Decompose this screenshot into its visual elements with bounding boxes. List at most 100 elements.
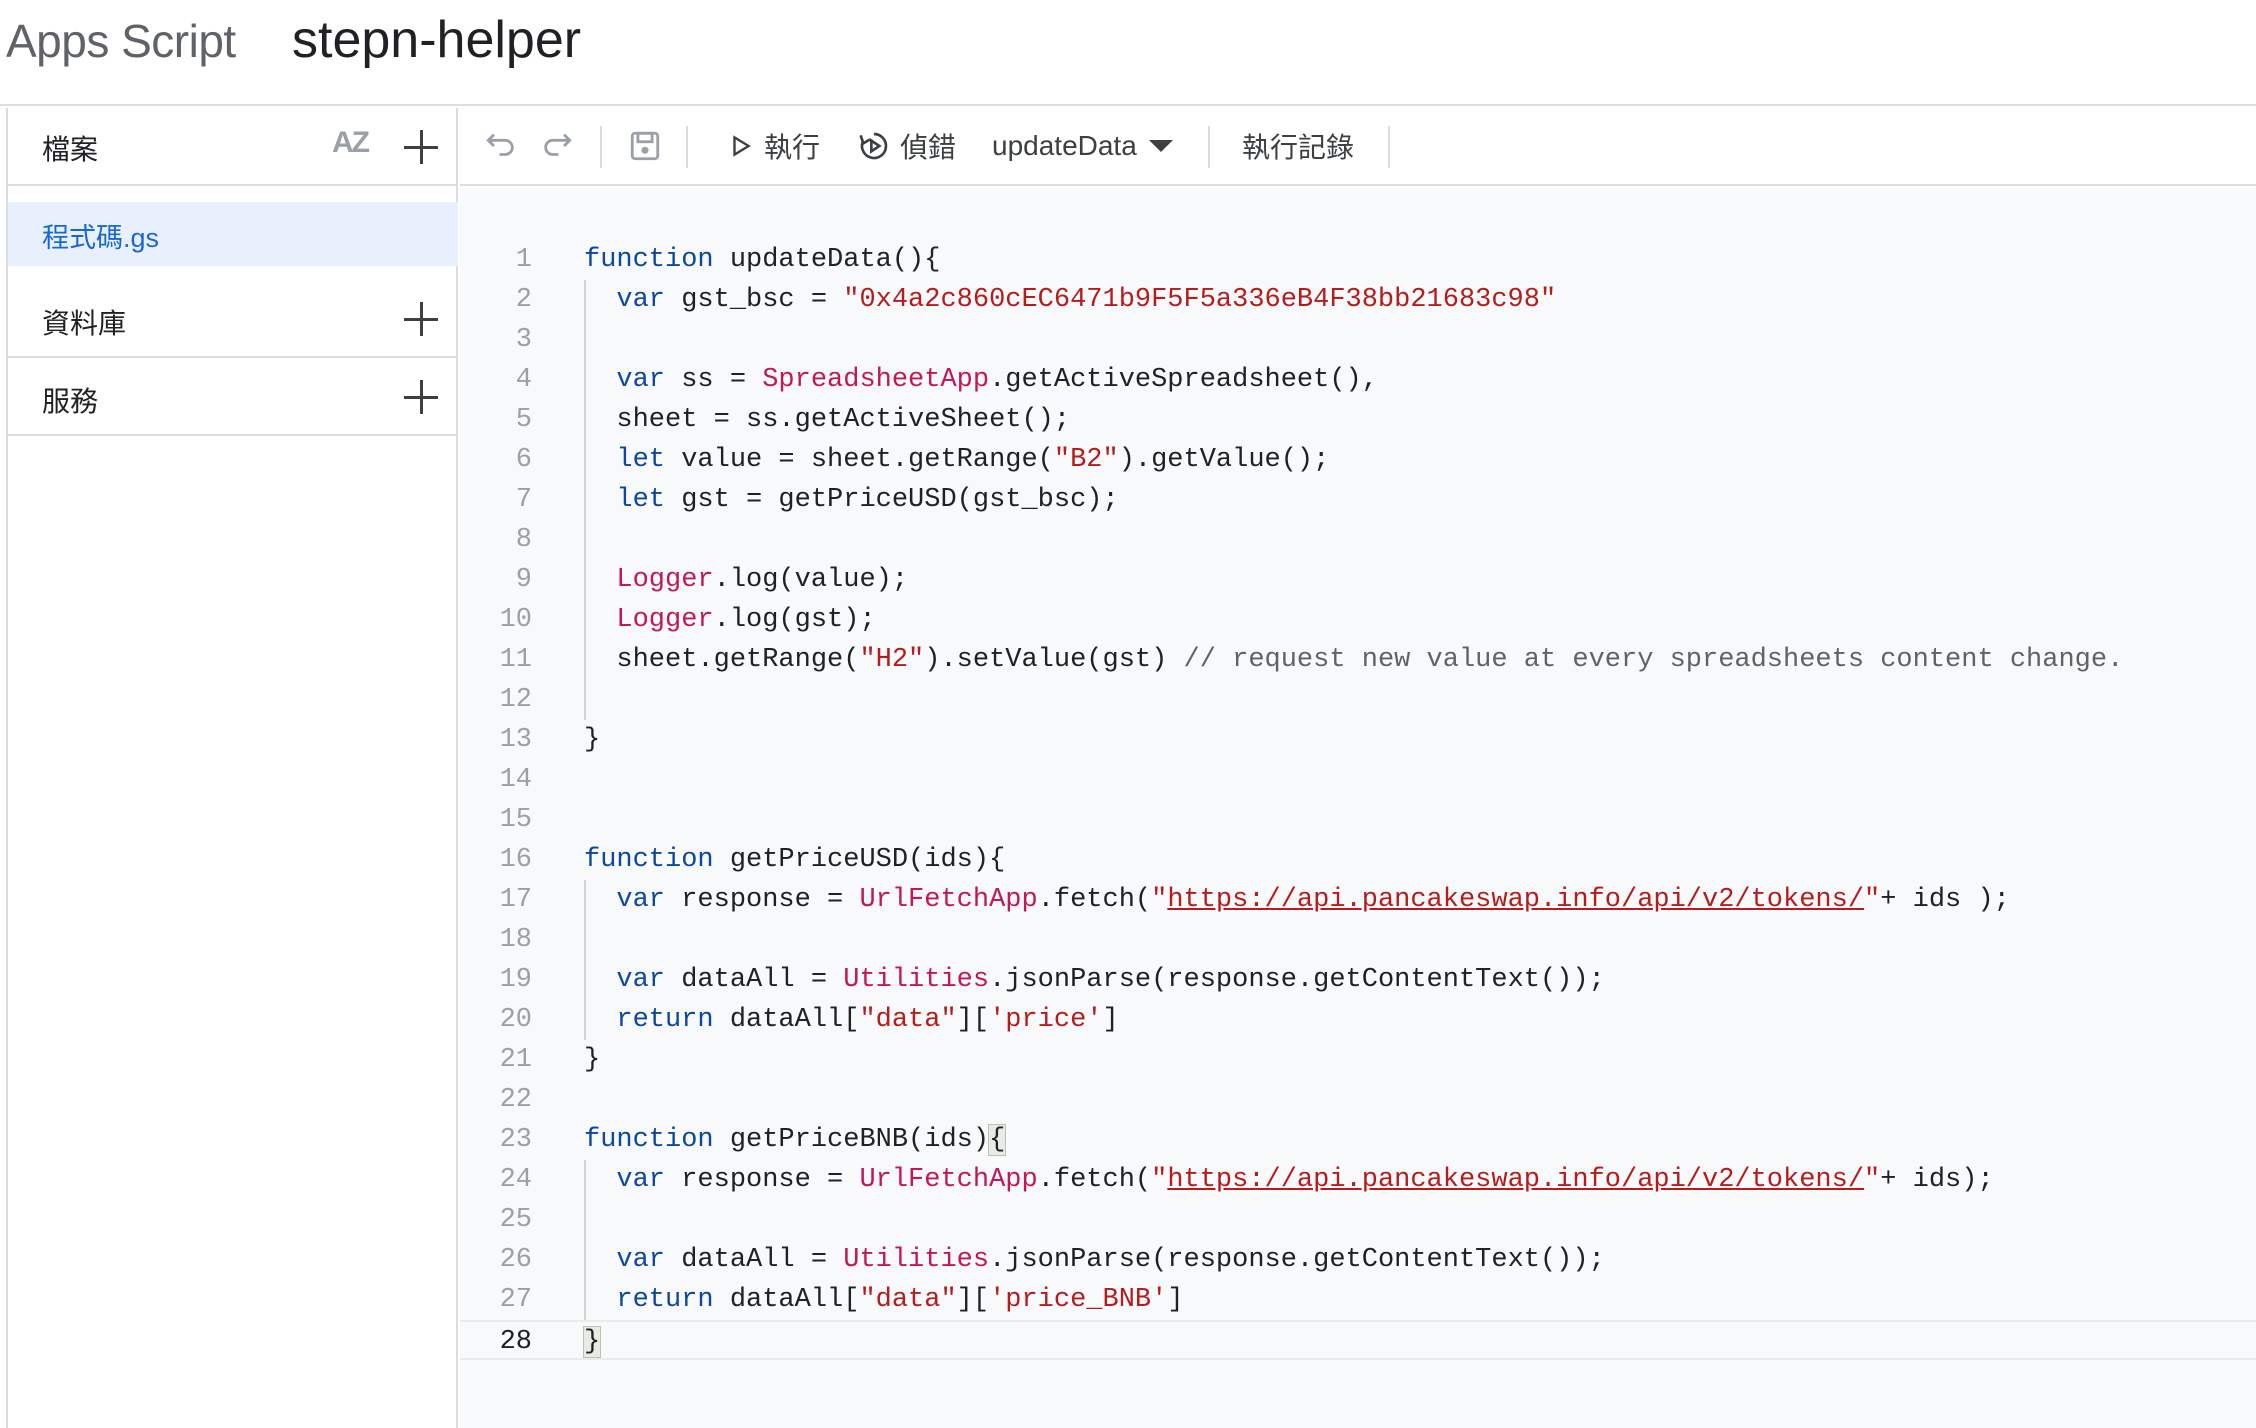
save-icon — [630, 131, 660, 161]
code-text[interactable]: Logger.log(value); — [616, 565, 909, 595]
code-text[interactable]: let gst = getPriceUSD(gst_bsc); — [616, 485, 1119, 515]
code-text[interactable]: function getPriceBNB(ids){ — [584, 1124, 1007, 1156]
code-text[interactable]: function getPriceUSD(ids){ — [584, 845, 1006, 875]
toolbar-divider — [1388, 126, 1390, 168]
line-number: 11 — [499, 645, 532, 675]
code-line[interactable]: 7 let gst = getPriceUSD(gst_bsc); — [460, 480, 2256, 520]
indent-guide — [584, 440, 586, 480]
redo-button[interactable] — [540, 108, 574, 184]
line-number: 17 — [499, 885, 532, 915]
add-file-icon[interactable] — [404, 130, 438, 164]
line-number: 20 — [499, 1005, 532, 1035]
code-text[interactable]: return dataAll["data"]['price'] — [616, 1005, 1119, 1035]
line-number: 6 — [515, 445, 532, 475]
line-number: 14 — [499, 765, 532, 795]
undo-button[interactable] — [484, 108, 518, 184]
app-name[interactable]: Apps Script — [6, 15, 236, 67]
code-line[interactable]: 25 — [460, 1200, 2256, 1240]
code-line[interactable]: 28} — [460, 1320, 2256, 1360]
line-number: 3 — [515, 325, 532, 355]
code-text[interactable]: Logger.log(gst); — [616, 605, 876, 635]
code-text[interactable]: sheet = ss.getActiveSheet(); — [584, 405, 1071, 435]
libraries-title: 資料庫 — [42, 308, 127, 339]
code-line[interactable]: 17 var response = UrlFetchApp.fetch("htt… — [460, 880, 2256, 920]
code-line[interactable]: 12 — [460, 680, 2256, 720]
services-section: 服務 — [8, 358, 458, 436]
debug-label: 偵錯 — [900, 132, 957, 163]
line-number: 26 — [499, 1245, 532, 1275]
indent-guide — [584, 880, 586, 920]
code-line[interactable]: 19 var dataAll = Utilities.jsonParse(res… — [460, 960, 2256, 1000]
code-line[interactable]: 18 — [460, 920, 2256, 960]
code-text[interactable]: } — [582, 1326, 602, 1358]
code-line[interactable]: 6 let value = sheet.getRange("B2").getVa… — [460, 440, 2256, 480]
code-text[interactable]: var dataAll = Utilities.jsonParse(respon… — [616, 1245, 1605, 1275]
code-text[interactable]: sheet.getRange("H2").setValue(gst) // re… — [584, 645, 2124, 675]
code-line[interactable]: 4 var ss = SpreadsheetApp.getActiveSprea… — [460, 360, 2256, 400]
code-text[interactable]: var ss = SpreadsheetApp.getActiveSpreads… — [616, 365, 1378, 395]
sort-az-icon[interactable]: AZ — [332, 126, 370, 159]
code-line[interactable]: 16 function getPriceUSD(ids){ — [460, 840, 2256, 880]
line-number: 24 — [499, 1165, 532, 1195]
execution-log-label: 執行記錄 — [1242, 132, 1355, 163]
code-line[interactable]: 3 — [460, 320, 2256, 360]
code-text[interactable]: var response = UrlFetchApp.fetch("https:… — [616, 885, 2010, 915]
divider — [8, 184, 458, 186]
code-text[interactable]: var gst_bsc = "0x4a2c860cEC6471b9F5F5a33… — [616, 285, 1557, 315]
code-text[interactable]: return dataAll["data"]['price_BNB'] — [616, 1285, 1184, 1315]
line-number: 12 — [499, 685, 532, 715]
indent-guide — [584, 1240, 586, 1280]
debug-icon — [859, 132, 888, 160]
file-name: 程式碼.gs — [42, 223, 160, 253]
execution-log-button[interactable]: 執行記錄 — [1242, 108, 1354, 184]
line-number: 19 — [499, 965, 532, 995]
run-button[interactable]: 執行 — [728, 108, 820, 184]
line-number: 28 — [499, 1327, 532, 1357]
code-line[interactable]: 8 — [460, 520, 2256, 560]
redo-icon — [544, 133, 572, 156]
code-line[interactable]: 24 var response = UrlFetchApp.fetch("htt… — [460, 1160, 2256, 1200]
code-line[interactable]: 27 return dataAll["data"]['price_BNB'] — [460, 1280, 2256, 1320]
code-line[interactable]: 15 — [460, 800, 2256, 840]
code-line[interactable]: 21} — [460, 1040, 2256, 1080]
code-line[interactable]: 5 sheet = ss.getActiveSheet(); — [460, 400, 2256, 440]
function-select[interactable]: updateData — [992, 108, 1173, 184]
project-title[interactable]: stepn-helper — [292, 11, 582, 69]
file-item-code-gs[interactable]: 程式碼.gs — [8, 202, 458, 266]
save-button[interactable] — [628, 108, 662, 184]
code-line[interactable]: 13} — [460, 720, 2256, 760]
code-line[interactable]: 20 return dataAll["data"]['price'] — [460, 1000, 2256, 1040]
code-line[interactable]: 2 var gst_bsc = "0x4a2c860cEC6471b9F5F5a… — [460, 280, 2256, 320]
code-text[interactable]: let value = sheet.getRange("B2").getValu… — [616, 445, 1330, 475]
code-line[interactable]: 14 — [460, 760, 2256, 800]
add-service-icon[interactable] — [404, 380, 438, 414]
code-line[interactable]: 10 Logger.log(gst); — [460, 600, 2256, 640]
code-line[interactable]: 9 Logger.log(value); — [460, 560, 2256, 600]
code-text[interactable]: } — [584, 725, 601, 755]
code-text[interactable]: var response = UrlFetchApp.fetch("https:… — [616, 1165, 1994, 1195]
left-panel: 檔案 AZ 程式碼.gs 資料庫 服務 — [6, 108, 458, 1428]
files-section: 檔案 AZ 程式碼.gs — [8, 108, 458, 266]
function-select-value: updateData — [992, 130, 1137, 161]
code-text[interactable]: function updateData(){ — [584, 245, 941, 275]
line-number: 23 — [499, 1125, 532, 1155]
add-library-icon[interactable] — [404, 302, 438, 336]
code-text[interactable]: } — [584, 1045, 601, 1075]
toolbar-divider — [1208, 126, 1210, 168]
code-line[interactable]: 22 — [460, 1080, 2256, 1120]
line-number: 15 — [499, 805, 532, 835]
code-line[interactable]: 26 var dataAll = Utilities.jsonParse(res… — [460, 1240, 2256, 1280]
debug-button[interactable]: 偵錯 — [858, 108, 956, 184]
line-number: 8 — [515, 525, 532, 555]
line-number: 16 — [499, 845, 532, 875]
indent-guide — [584, 1200, 586, 1240]
line-number: 5 — [515, 405, 532, 435]
code-line[interactable]: 23 function getPriceBNB(ids){ — [460, 1120, 2256, 1160]
code-text[interactable]: var dataAll = Utilities.jsonParse(respon… — [616, 965, 1605, 995]
line-number: 25 — [499, 1205, 532, 1235]
indent-guide — [584, 960, 586, 1000]
code-line[interactable]: 11 sheet.getRange("H2").setValue(gst) //… — [460, 640, 2256, 680]
